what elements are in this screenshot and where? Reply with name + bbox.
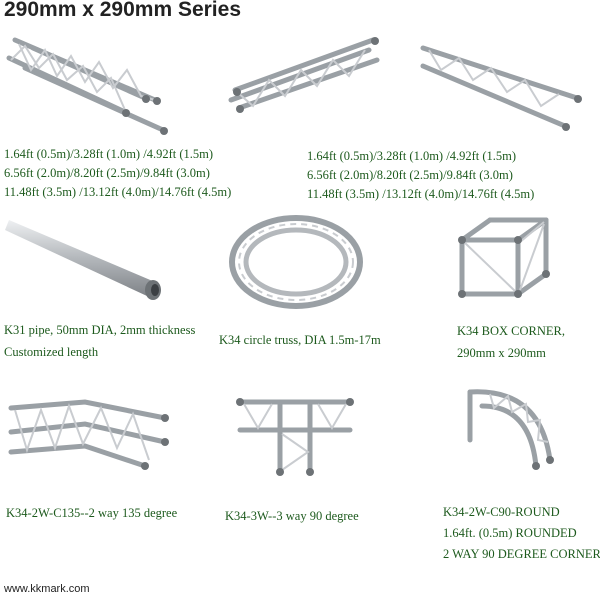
caption-line: 11.48ft (3.5m) /13.12ft (4.0m)/14.76ft (… (4, 185, 232, 199)
caption-line: K34 BOX CORNER, (457, 324, 565, 338)
k34-circle-caption: K34 circle truss, DIA 1.5m-17m (219, 331, 381, 350)
website-url: www.kkmark.com (4, 583, 90, 595)
square-truss-image (5, 30, 170, 145)
caption-line: K34 circle truss, DIA 1.5m-17m (219, 333, 381, 347)
k34-3w-image (230, 382, 370, 482)
caption-line: K31 pipe, 50mm DIA, 2mm thickness (4, 323, 196, 337)
triangle-truss-image (225, 30, 385, 120)
caption-line: 1.64ft (0.5m)/3.28ft (1.0m) /4.92ft (1.5… (4, 147, 213, 161)
k34-circle-image (222, 208, 372, 320)
k34-2w-c90-round-image (460, 380, 570, 472)
caption-line: 11.48ft (3.5m) /13.12ft (4.0m)/14.76ft (… (307, 187, 535, 201)
k34-2w-c90-round-caption: K34-2W-C90-ROUND 1.64ft. (0.5m) ROUNDED … (443, 502, 600, 565)
caption-line: 1.64ft (0.5m)/3.28ft (1.0m) /4.92ft (1.5… (307, 149, 516, 163)
triangle-truss-caption: 1.64ft (0.5m)/3.28ft (1.0m) /4.92ft (1.5… (307, 147, 534, 204)
k34-2w-c135-image (5, 382, 177, 482)
k34-2w-c135-caption: K34-2W-C135--2 way 135 degree (6, 504, 177, 523)
caption-line: 290mm x 290mm (457, 346, 546, 360)
caption-line: 2 WAY 90 DEGREE CORNER (443, 547, 600, 561)
caption-line: K34-3W--3 way 90 degree (225, 509, 359, 523)
caption-line: Customized length (4, 345, 99, 359)
k31-pipe-caption: K31 pipe, 50mm DIA, 2mm thickness Custom… (4, 319, 195, 363)
k34-box-corner-caption: K34 BOX CORNER, 290mm x 290mm (457, 320, 565, 364)
k31-pipe-image (5, 212, 175, 312)
page-title: 290mm x 290mm Series (4, 0, 241, 21)
caption-line: 6.56ft (2.0m)/8.20ft (2.5m)/9.84ft (3.0m… (4, 166, 210, 180)
caption-line: 1.64ft. (0.5m) ROUNDED (443, 526, 577, 540)
caption-line: K34-2W-C90-ROUND (443, 505, 560, 519)
k34-box-corner-image (450, 212, 560, 307)
caption-line: K34-2W-C135--2 way 135 degree (6, 506, 178, 520)
k34-3w-caption: K34-3W--3 way 90 degree (225, 507, 359, 526)
square-truss-caption: 1.64ft (0.5m)/3.28ft (1.0m) /4.92ft (1.5… (4, 145, 231, 202)
ladder-truss-image (415, 40, 585, 135)
caption-line: 6.56ft (2.0m)/8.20ft (2.5m)/9.84ft (3.0m… (307, 168, 513, 182)
